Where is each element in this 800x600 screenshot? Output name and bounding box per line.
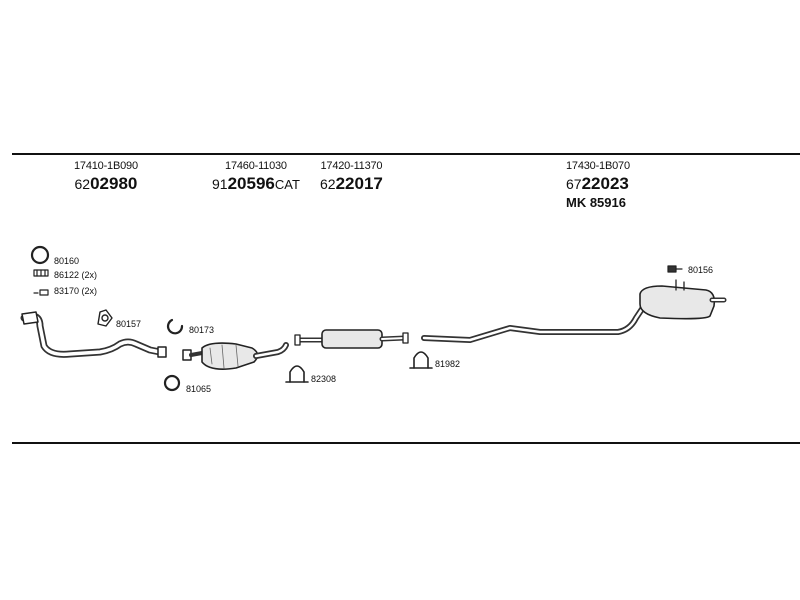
catalytic-converter-icon: [182, 342, 289, 370]
oem-number: 17460-11030: [225, 160, 287, 172]
ref-group-catalyst: 17460-11030 9120596CAT: [212, 160, 300, 194]
top-divider: [12, 153, 800, 155]
u-clamp-icon: [285, 365, 309, 383]
ref-group-rear-silencer: 17430-1B070 6722023 MK 85916: [566, 160, 630, 210]
rear-silencer-icon: [421, 279, 727, 343]
article-number: 9120596CAT: [212, 174, 300, 193]
flange-gasket-icon: [97, 309, 113, 327]
front-pipe-icon: [20, 311, 167, 358]
oem-number: 17420-11370: [320, 160, 383, 172]
sealing-ring-icon: [166, 318, 184, 335]
article-number: 6722023: [566, 174, 629, 193]
part-label: 80173: [189, 325, 215, 335]
bottom-divider: [12, 442, 800, 444]
middle-silencer-icon: [294, 329, 409, 349]
part-label: 82308: [311, 374, 337, 384]
ref-group-middle-silencer: 17420-11370 6222017: [320, 160, 383, 194]
nut-icon: [33, 289, 49, 296]
oem-number: 17430-1B070: [566, 160, 630, 172]
bolt-icon: [33, 269, 49, 277]
part-label: 86122 (2x): [54, 270, 98, 280]
part-label: 81982: [435, 359, 461, 369]
ring-icon: [163, 374, 181, 392]
oem-number: 17410-1B090: [74, 160, 138, 172]
article-number: 6222017: [320, 174, 383, 193]
part-label: 81065: [186, 384, 212, 394]
mounting-kit-number: MK 85916: [566, 195, 626, 210]
part-label: 80157: [116, 319, 142, 329]
gasket-ring-icon: [30, 245, 50, 265]
part-label: 80156: [688, 265, 714, 275]
ref-group-front-pipe: 17410-1B090 6202980: [74, 160, 138, 194]
rubber-mount-icon: [667, 265, 683, 273]
part-label: 83170 (2x): [54, 286, 98, 296]
article-number: 6202980: [74, 174, 138, 193]
part-label: 80160: [54, 256, 80, 266]
u-clamp-icon: [409, 351, 433, 369]
